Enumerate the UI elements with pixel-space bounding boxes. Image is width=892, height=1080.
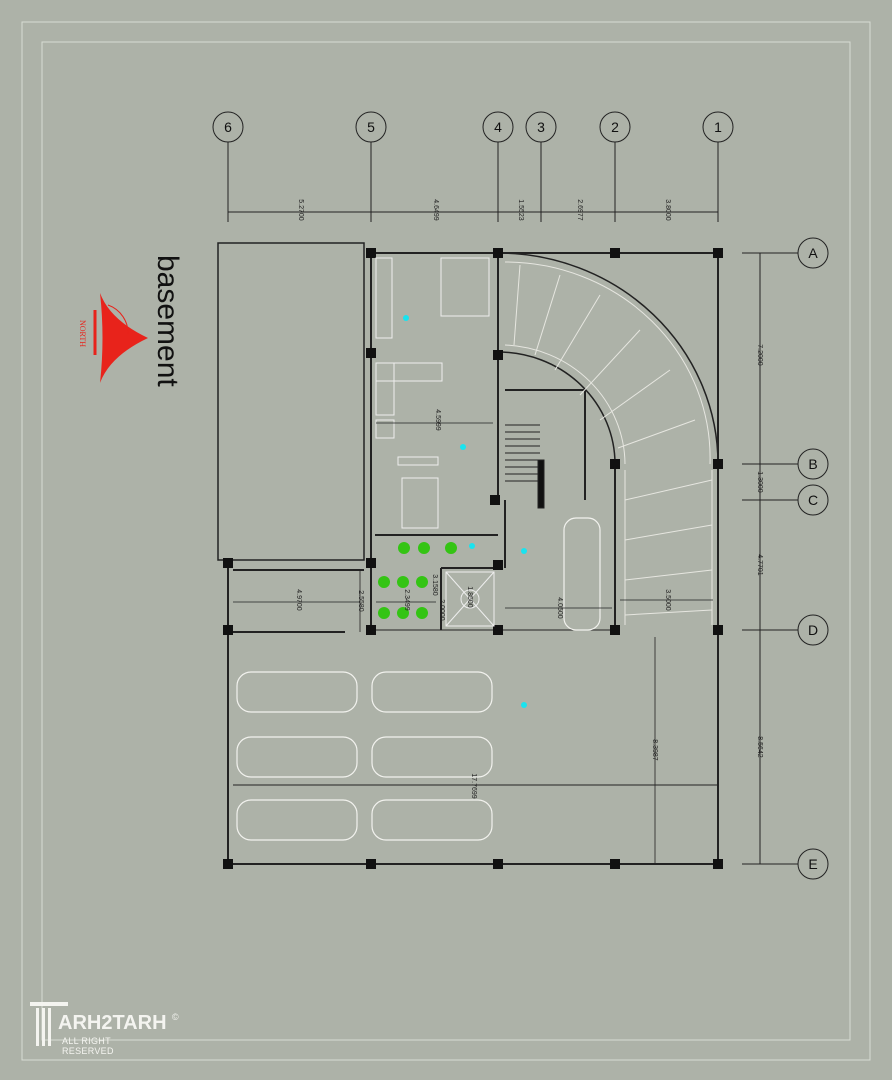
fixtures	[375, 257, 490, 529]
ramp-lines	[504, 261, 713, 625]
dimension-label: 1.5523	[517, 199, 524, 221]
grid-label: 2	[611, 119, 619, 135]
parked-cars	[236, 517, 601, 841]
dimension-label: 7.2000	[756, 344, 763, 366]
grid-bubble-1	[702, 111, 734, 143]
walls	[227, 252, 719, 865]
grid-label: 4	[494, 119, 502, 135]
grid-label: B	[808, 456, 817, 472]
grid-label: C	[808, 492, 818, 508]
dimension-label: 3.8000	[664, 199, 671, 221]
interior-dimension-lines	[233, 422, 713, 864]
dimension-label: 2.5580	[357, 590, 364, 612]
brand-name: ARH2TARH	[58, 1012, 167, 1034]
dimension-label: 17.7699	[470, 773, 477, 798]
dimension-label: 2.6977	[576, 199, 583, 221]
grid-label: 1	[714, 119, 722, 135]
grid-label: E	[808, 856, 817, 872]
dimension-label: 8.5642	[756, 736, 763, 758]
grid-label: A	[808, 245, 818, 261]
north-label: NORTH	[78, 320, 87, 347]
grid-label: D	[808, 622, 818, 638]
grid-bubble-3	[525, 111, 557, 143]
plants	[378, 542, 457, 619]
dimension-label: 5.2700	[297, 199, 304, 221]
dimension-label: 1.3000	[756, 471, 763, 493]
grid-bubble-5	[355, 111, 387, 143]
adjacent-block	[217, 242, 365, 561]
north-arrow-icon	[93, 293, 148, 383]
outer-frame	[21, 21, 871, 1061]
dimension-label: 2.3499	[403, 589, 410, 611]
column-logo-icon	[30, 1002, 68, 1046]
grid-bubble-6	[212, 111, 244, 143]
grid-label: 3	[537, 119, 545, 135]
curved-ramp	[497, 252, 719, 465]
dimension-label: 2.0000	[438, 599, 445, 621]
light-fixtures	[403, 315, 527, 708]
dimension-label: 4.9700	[295, 589, 302, 611]
dimension-label: 4.0500	[556, 597, 563, 619]
brand-logo: ARH2TARH ALL RIGHT RESERVED ©	[30, 1000, 179, 1056]
structural-columns	[223, 248, 723, 869]
grid-bubble-2	[599, 111, 631, 143]
shaft	[445, 571, 495, 627]
inner-frame	[41, 41, 851, 1041]
dimension-label: 4.6499	[432, 199, 439, 221]
dimension-label: 4.7701	[756, 554, 763, 576]
copyright-mark: ©	[172, 1012, 179, 1022]
dimension-label: 1.8500	[466, 586, 473, 608]
staircase	[505, 424, 545, 509]
plan-title: basement	[151, 255, 184, 387]
grid-bubble-4	[482, 111, 514, 143]
grid-label: 5	[367, 119, 375, 135]
brand-tagline: ALL RIGHT RESERVED	[62, 1036, 114, 1056]
dimension-label: 8.3987	[651, 739, 658, 761]
dimension-label: 3.1580	[431, 574, 438, 596]
dimension-label: 4.5999	[434, 409, 441, 431]
dimension-label: 3.5000	[664, 589, 671, 611]
row-grid-lines	[742, 252, 798, 865]
column-grid-lines	[227, 142, 719, 222]
grid-label: 6	[224, 119, 232, 135]
